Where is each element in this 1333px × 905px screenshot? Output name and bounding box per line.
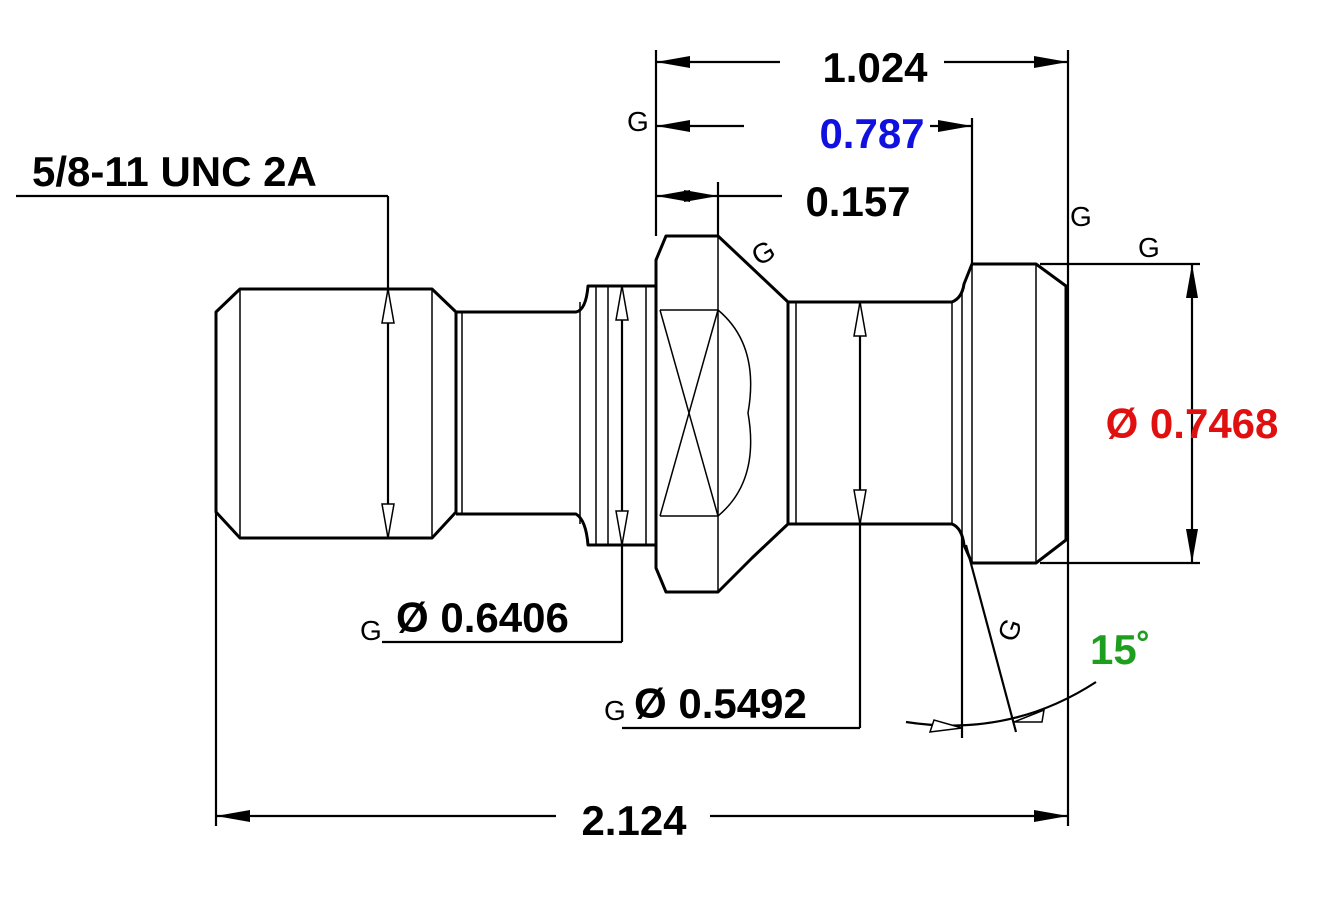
- dim-gauge-length: 0.787: [819, 110, 924, 157]
- dim-collar-diameter: Ø 0.6406: [396, 594, 569, 641]
- dim-neck-diameter: Ø 0.5492: [634, 680, 807, 727]
- g-symbol: G: [627, 106, 649, 137]
- g-symbol: G: [992, 614, 1029, 645]
- g-symbol: G: [1070, 201, 1092, 232]
- dim-overall-length: 2.124: [581, 797, 687, 844]
- thread-spec-label: 5/8-11 UNC 2A: [32, 148, 317, 195]
- g-symbol: G: [1138, 232, 1160, 263]
- g-symbol: G: [604, 695, 626, 726]
- dim-overall-head-length: 1.024: [822, 44, 928, 91]
- g-symbol: G: [360, 615, 382, 646]
- dim-head-diameter: Ø 0.7468: [1106, 400, 1279, 447]
- part-outline: [214, 234, 1068, 594]
- dim-taper-angle: 15˚: [1090, 626, 1151, 673]
- dim-flange-thickness: 0.157: [805, 178, 910, 225]
- dimension-lines: [16, 50, 1200, 826]
